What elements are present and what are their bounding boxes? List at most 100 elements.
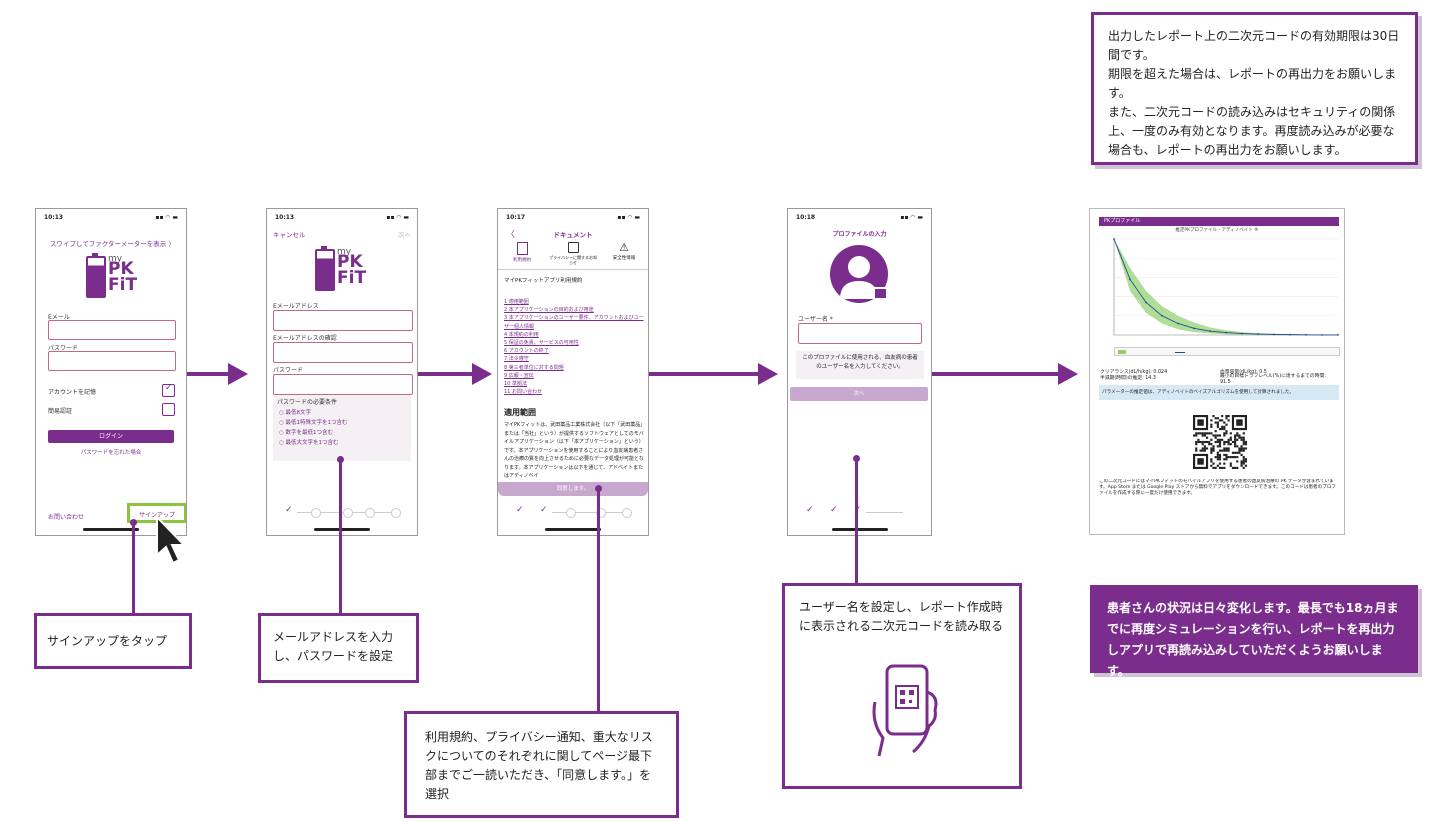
stat-clearance: クリアランス(dL/h/kg): 0.024 — [1100, 370, 1168, 375]
flow-arrow-4 — [928, 372, 1060, 376]
callout-step3: 利用規約、プライバシー通知、重大なリスクについてのそれぞれに関してページ最下部ま… — [404, 711, 679, 818]
legend-swatch-line — [1175, 352, 1185, 353]
stat-half-life: 半減期(時間)の推定: 14.3 — [1100, 376, 1156, 381]
report-header: PKプロファイル — [1099, 217, 1339, 226]
toc-link[interactable]: 4 本規約の利用 — [504, 331, 539, 338]
flow-arrow-1 — [186, 372, 230, 376]
email-field[interactable] — [48, 320, 176, 340]
remember-account-checkbox[interactable]: ✓ — [162, 383, 175, 397]
progress-steps: ✓ — [285, 505, 401, 518]
contact-link[interactable]: お問い合わせ — [48, 514, 85, 521]
phone-login-screen: 10:13▪▪ ◠ ▬ スワイプしてファクターメーターを表示 〉 my PK F… — [35, 208, 187, 536]
password-label: パスワード — [273, 367, 304, 374]
cancel-button[interactable]: キャンセル — [273, 231, 306, 239]
status-bar: 10:13 ▪▪ ◠ ▬ — [44, 214, 178, 222]
tab-terms-label: 利用規約 — [513, 258, 531, 263]
agree-button[interactable]: 同意します。 — [498, 482, 648, 496]
logo-my: my — [108, 254, 123, 264]
back-button[interactable]: 〈 — [506, 230, 516, 240]
home-indicator — [83, 528, 139, 531]
logo-pk: PK — [108, 259, 134, 279]
progress-line — [552, 512, 630, 513]
series-line — [1113, 238, 1338, 336]
toc-link[interactable]: 6 アカウントの終了 — [504, 348, 549, 355]
camera-icon[interactable] — [873, 287, 888, 300]
mypkfit-logo: my PK FiT — [315, 246, 375, 291]
phone-documents-screen: 10:17▪▪ ◠ ▬ 〈 ドキュメント 利用規約 プライバシーに関するお知らせ… — [497, 208, 649, 536]
tab-safety[interactable]: ⚠ 安全性情報 — [602, 242, 646, 268]
data-point — [1321, 334, 1323, 336]
password-label: パスワード — [48, 345, 79, 352]
toc-link[interactable]: 3 本アプリケーションのユーザー要件、アカウントおよびユーザー個人情報 — [504, 315, 644, 330]
toc-link[interactable]: 5 保証の免責、サービスの可用性 — [504, 340, 579, 347]
callout-step4-text: ユーザー名を設定し、レポート作成時に表示される二次元コードを読み取る — [799, 600, 1004, 633]
logo-my: my — [337, 247, 352, 257]
status-time: 10:13 — [44, 214, 64, 221]
connector-line — [855, 459, 858, 585]
connector-dot — [595, 485, 602, 492]
toc-link[interactable]: 1 適用範囲 — [504, 299, 529, 305]
toc-link[interactable]: 11 お問い合わせ — [504, 389, 542, 396]
toc-link[interactable]: 9 広報・宣伝 — [504, 372, 534, 379]
requirement-item: ○ 最低8文字 — [279, 410, 312, 416]
report-footer-text: この二次元コードにはマイPKフィットのモバイルアプリを使用する患者の血友病治療の… — [1099, 479, 1337, 496]
progress-line — [866, 512, 903, 513]
confidence-band — [1114, 239, 1338, 335]
callout-step1-text: サインアップをタップ — [47, 634, 168, 648]
toc-link[interactable]: 7 法令遵守 — [504, 356, 529, 363]
swipe-factor-meter-link[interactable]: スワイプしてファクターメーターを表示 〉 — [50, 240, 175, 248]
email-confirm-label: Eメールアドレスの確認 — [273, 335, 337, 342]
data-point — [1257, 333, 1259, 335]
check-icon: ✓ — [165, 383, 173, 393]
report-notice-text: パラメーターの推定値は、アディノベイトのベイズアルゴリズムを使用して計算されまし… — [1102, 390, 1295, 395]
check-icon: ✓ — [540, 505, 548, 515]
battery-icon — [315, 246, 335, 291]
flow-arrow-2 — [411, 372, 475, 376]
password-requirements-panel: パスワードの必要条件 ○ 最低8文字 ○ 最低1特殊文字を1つ含む ○ 数字を最… — [273, 395, 411, 461]
info-text: 出力したレポート上の二次元コードの有効期限は30日間です。 期限を超えた場合は、… — [1108, 29, 1400, 157]
tab-terms[interactable]: 利用規約 — [502, 242, 542, 268]
data-point — [1113, 238, 1115, 240]
remember-account-label: アカウントを記憶 — [48, 389, 97, 396]
auto-login-checkbox[interactable] — [162, 403, 175, 416]
toc-link[interactable]: 8 第三者単位に対する問題 — [504, 364, 564, 371]
data-point — [1289, 333, 1291, 336]
requirement-item: ○ 数字を最低1つ含む — [279, 430, 334, 436]
flow-arrow-4-head — [1058, 363, 1078, 385]
lock-icon — [567, 242, 579, 253]
data-point — [1145, 301, 1147, 304]
logo-fit: FiT — [337, 268, 367, 288]
tab-privacy-label: プライバシーに関するお知らせ — [549, 255, 597, 265]
status-icons: ▪▪ ◠ ▬ — [155, 214, 178, 221]
callout-step5-text: 患者さんの状況は日々変化します。最長でも18ヵ月までに再度シミュレーションを行い… — [1107, 601, 1399, 678]
next-button[interactable]: 次へ — [398, 231, 411, 239]
flow-arrow-3-head — [758, 363, 778, 385]
home-indicator — [831, 528, 888, 531]
toc-link[interactable]: 10 準拠法 — [504, 381, 527, 388]
check-icon: ✓ — [285, 505, 293, 515]
flow-arrow-1-head — [228, 363, 248, 385]
requirement-item: ○ 最低1特殊文字を1つ含む — [279, 420, 348, 426]
stat-plasma-volume: 血漿容量(dL/kg): 0.5 — [1220, 370, 1267, 375]
password-field[interactable] — [273, 374, 413, 395]
username-field[interactable] — [798, 323, 922, 344]
data-point — [1337, 334, 1339, 336]
check-icon: ✓ — [516, 505, 524, 515]
profile-note: このプロファイルに使用される、血友病の患者のユーザー名を入力してください。 — [796, 351, 924, 379]
profile-next-button[interactable]: 次へ — [790, 387, 928, 401]
username-label: ユーザー名 * — [798, 316, 833, 323]
password-field[interactable] — [48, 351, 176, 371]
email-confirm-field[interactable] — [273, 342, 413, 363]
profile-title: プロファイルの入力 — [832, 231, 887, 238]
status-bar: 10:17▪▪ ◠ ▬ — [506, 214, 640, 222]
login-button[interactable]: ログイン — [48, 430, 174, 443]
connector-line — [339, 460, 342, 615]
forgot-password-link[interactable]: パスワードを忘れた場合 — [80, 450, 142, 456]
toc-link[interactable]: 2 本アプリケーションの目的および用途 — [504, 307, 594, 314]
status-time: 10:13 — [275, 214, 295, 221]
email-field[interactable] — [273, 310, 413, 331]
home-indicator — [545, 528, 601, 531]
tab-privacy[interactable]: プライバシーに関するお知らせ — [548, 242, 598, 268]
auto-login-label: 簡易認証 — [48, 408, 73, 415]
document-title: マイPKフィットアプリ利用規約 — [504, 278, 583, 284]
